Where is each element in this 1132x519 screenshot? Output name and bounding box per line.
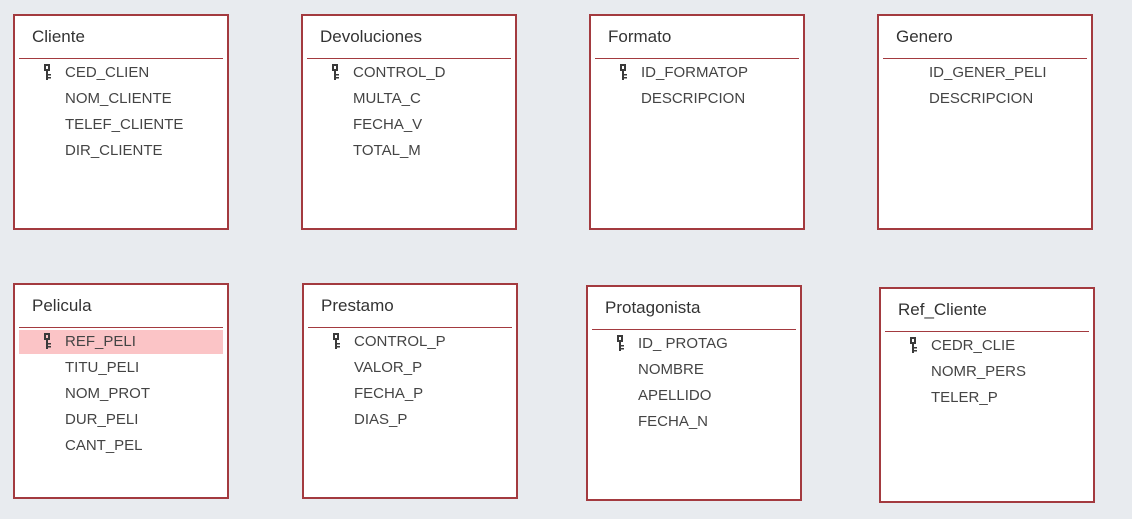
table-title: Formato <box>608 27 672 46</box>
primary-key-icon <box>620 64 627 80</box>
table-title: Protagonista <box>605 298 701 317</box>
field-row[interactable]: ID_FORMATOP <box>595 61 799 85</box>
field-name: APELLIDO <box>638 387 712 404</box>
field-name: NOMR_PERS <box>931 363 1027 380</box>
field-name: ID_ PROTAG <box>638 335 728 352</box>
field-row[interactable]: MULTA_C <box>307 87 511 111</box>
table-devoluciones[interactable]: Devoluciones CONTROL_D MULTA_C FECHA_V T… <box>301 14 517 230</box>
field-row[interactable]: DESCRIPCION <box>595 87 799 111</box>
field-name: TELER_P <box>931 389 998 406</box>
field-row[interactable]: NOMBRE <box>592 358 796 382</box>
field-row[interactable]: CONTROL_P <box>308 330 512 354</box>
primary-key-icon <box>332 64 339 80</box>
field-name: CEDR_CLIE <box>931 337 1016 354</box>
field-name: FECHA_N <box>638 413 709 430</box>
table-prestamo[interactable]: Prestamo CONTROL_P VALOR_P FECHA_P DIAS_… <box>302 283 518 499</box>
divider <box>307 58 511 59</box>
table-genero[interactable]: Genero ID_GENER_PELI DESCRIPCION <box>877 14 1093 230</box>
field-row[interactable]: CONTROL_D <box>307 61 511 85</box>
table-title: Ref_Cliente <box>898 300 987 319</box>
field-row[interactable]: CED_CLIEN <box>19 61 223 85</box>
field-row[interactable]: DIAS_P <box>308 408 512 432</box>
field-name: TITU_PELI <box>65 359 140 376</box>
field-row[interactable]: TOTAL_M <box>307 139 511 163</box>
field-row[interactable]: TELER_P <box>885 386 1089 410</box>
field-row[interactable]: APELLIDO <box>592 384 796 408</box>
table-title: Prestamo <box>321 296 394 315</box>
divider <box>308 327 512 328</box>
field-list: CONTROL_D MULTA_C FECHA_V TOTAL_M <box>307 61 511 165</box>
field-row[interactable]: DUR_PELI <box>19 408 223 432</box>
field-list: REF_PELI TITU_PELI NOM_PROT DUR_PELI CAN… <box>19 330 223 460</box>
field-name: FECHA_P <box>354 385 424 402</box>
field-row[interactable]: FECHA_N <box>592 410 796 434</box>
table-formato[interactable]: Formato ID_FORMATOP DESCRIPCION <box>589 14 805 230</box>
field-name: CED_CLIEN <box>65 64 150 81</box>
table-cliente[interactable]: Cliente CED_CLIEN NOM_CLIENTE TELEF_CLIE… <box>13 14 229 230</box>
primary-key-icon <box>910 337 917 353</box>
field-row[interactable]: DIR_CLIENTE <box>19 139 223 163</box>
field-row[interactable]: TITU_PELI <box>19 356 223 380</box>
divider <box>885 331 1089 332</box>
field-name: CANT_PEL <box>65 437 143 454</box>
field-name: NOM_CLIENTE <box>65 90 172 107</box>
table-title: Devoluciones <box>320 27 423 46</box>
primary-key-icon <box>44 333 51 349</box>
field-name: TELEF_CLIENTE <box>65 116 184 133</box>
field-name: CONTROL_P <box>354 333 446 350</box>
table-pelicula[interactable]: Pelicula REF_PELI TITU_PELI NOM_PROT DUR… <box>13 283 229 499</box>
field-name: DIR_CLIENTE <box>65 142 163 159</box>
divider <box>595 58 799 59</box>
field-row[interactable]: TELEF_CLIENTE <box>19 113 223 137</box>
field-row[interactable]: NOM_CLIENTE <box>19 87 223 111</box>
field-name: MULTA_C <box>353 90 421 107</box>
primary-key-icon <box>617 335 624 351</box>
field-list: CED_CLIEN NOM_CLIENTE TELEF_CLIENTE DIR_… <box>19 61 223 165</box>
field-row[interactable]: CEDR_CLIE <box>885 334 1089 358</box>
field-name: ID_GENER_PELI <box>929 64 1047 81</box>
table-protagonista[interactable]: Protagonista ID_ PROTAG NOMBRE APELLIDO … <box>586 285 802 501</box>
divider <box>883 58 1087 59</box>
field-name: DIAS_P <box>354 411 408 428</box>
divider <box>19 58 223 59</box>
field-name: NOM_PROT <box>65 385 151 402</box>
field-name: DESCRIPCION <box>641 90 746 107</box>
field-name: FECHA_V <box>353 116 423 133</box>
field-name: NOMBRE <box>638 361 704 378</box>
field-name: DESCRIPCION <box>929 90 1034 107</box>
field-list: ID_FORMATOP DESCRIPCION <box>595 61 799 113</box>
field-row-selected[interactable]: REF_PELI <box>19 330 223 354</box>
field-name: TOTAL_M <box>353 142 421 159</box>
field-name: ID_FORMATOP <box>641 64 748 81</box>
table-title: Genero <box>896 27 953 46</box>
field-row[interactable]: FECHA_P <box>308 382 512 406</box>
field-list: CEDR_CLIE NOMR_PERS TELER_P <box>885 334 1089 412</box>
field-row[interactable]: CANT_PEL <box>19 434 223 458</box>
primary-key-icon <box>333 333 340 349</box>
field-row[interactable]: DESCRIPCION <box>883 87 1087 111</box>
field-row[interactable]: NOMR_PERS <box>885 360 1089 384</box>
field-name: CONTROL_D <box>353 64 446 81</box>
field-list: CONTROL_P VALOR_P FECHA_P DIAS_P <box>308 330 512 434</box>
field-row[interactable]: FECHA_V <box>307 113 511 137</box>
field-list: ID_ PROTAG NOMBRE APELLIDO FECHA_N <box>592 332 796 436</box>
field-list: ID_GENER_PELI DESCRIPCION <box>883 61 1087 113</box>
table-title: Cliente <box>32 27 85 46</box>
divider <box>19 327 223 328</box>
field-name: REF_PELI <box>65 333 136 350</box>
table-ref-cliente[interactable]: Ref_Cliente CEDR_CLIE NOMR_PERS TELER_P <box>879 287 1095 503</box>
table-title: Pelicula <box>32 296 92 315</box>
field-row[interactable]: ID_GENER_PELI <box>883 61 1087 85</box>
field-row[interactable]: NOM_PROT <box>19 382 223 406</box>
field-name: VALOR_P <box>354 359 423 376</box>
primary-key-icon <box>44 64 51 80</box>
field-row[interactable]: VALOR_P <box>308 356 512 380</box>
field-row[interactable]: ID_ PROTAG <box>592 332 796 356</box>
divider <box>592 329 796 330</box>
field-name: DUR_PELI <box>65 411 139 428</box>
